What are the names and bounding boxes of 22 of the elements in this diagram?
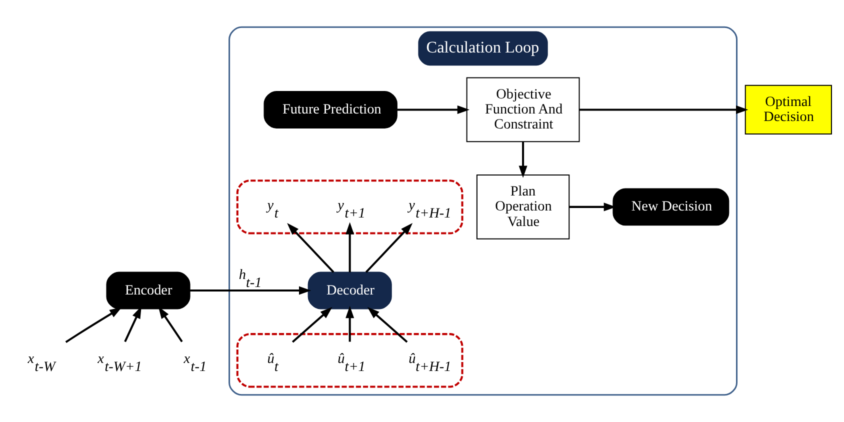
arrow	[65, 307, 122, 343]
arrow	[124, 306, 142, 342]
arrow	[292, 306, 332, 343]
arrow	[190, 286, 312, 295]
node-box: Plan Operation Value	[476, 174, 570, 240]
arrow	[287, 223, 334, 273]
node-box: Decoder	[308, 272, 392, 310]
cluster	[236, 333, 464, 388]
arrow	[569, 202, 616, 212]
arrow	[397, 105, 470, 114]
arrow	[579, 105, 748, 114]
node-box: New Decision	[612, 188, 730, 226]
arrow	[346, 306, 354, 342]
arrow	[158, 306, 183, 342]
arrow	[367, 306, 408, 343]
node-box: Optimal Decision	[744, 84, 832, 135]
node-box: Future Prediction	[264, 90, 398, 128]
arrow	[518, 142, 528, 178]
node-box: Objective Function And Constraint	[466, 77, 580, 142]
arrow	[365, 223, 413, 273]
node-box: Encoder	[106, 272, 190, 310]
arrow	[346, 222, 354, 272]
